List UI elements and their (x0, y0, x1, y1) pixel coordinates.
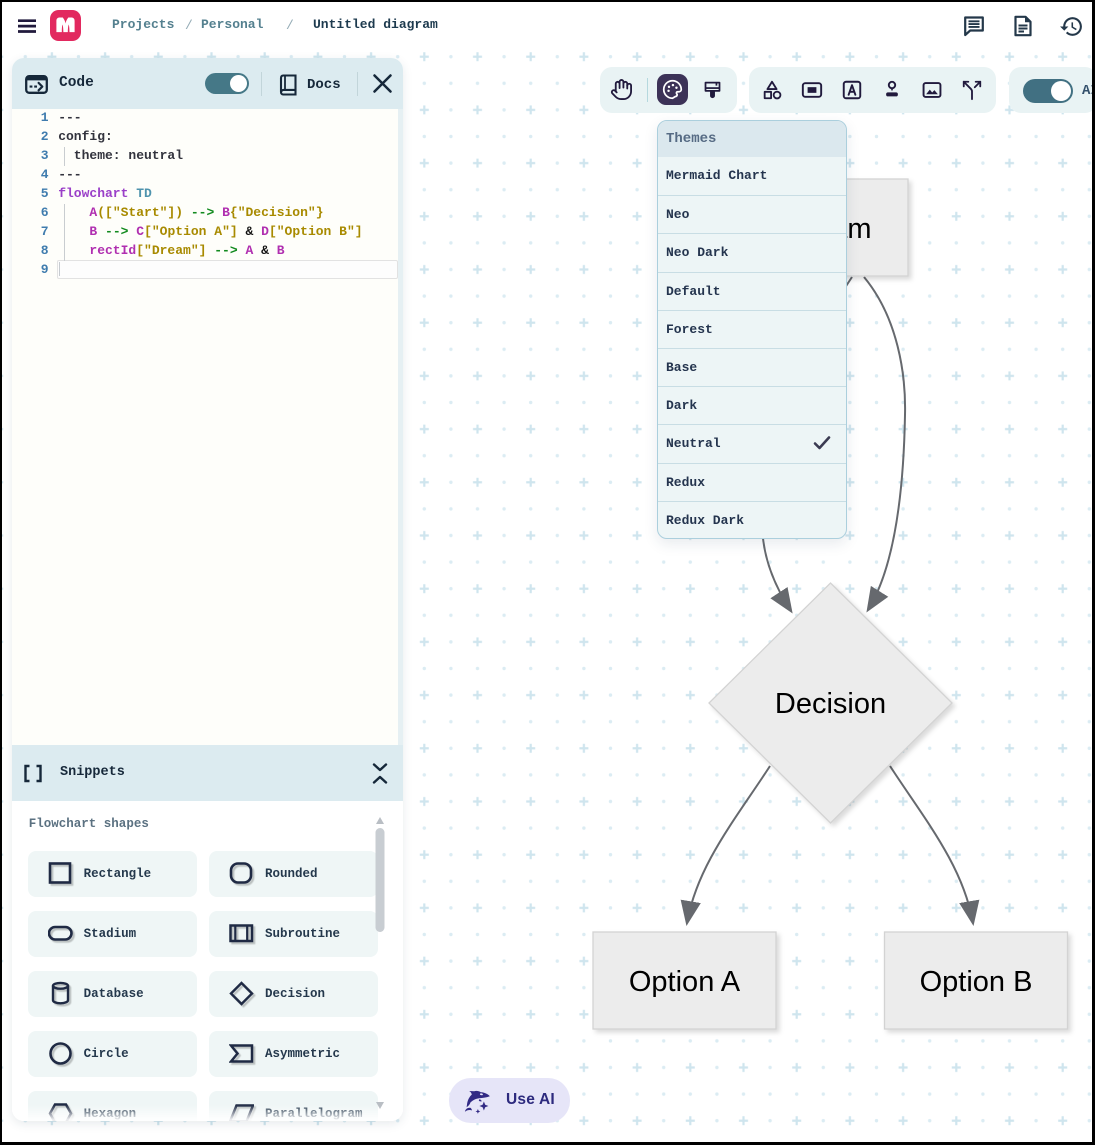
svg-text:Decision: Decision (775, 688, 886, 720)
svg-text:Option B: Option B (920, 966, 1033, 998)
svg-text:Option A: Option A (629, 966, 741, 998)
